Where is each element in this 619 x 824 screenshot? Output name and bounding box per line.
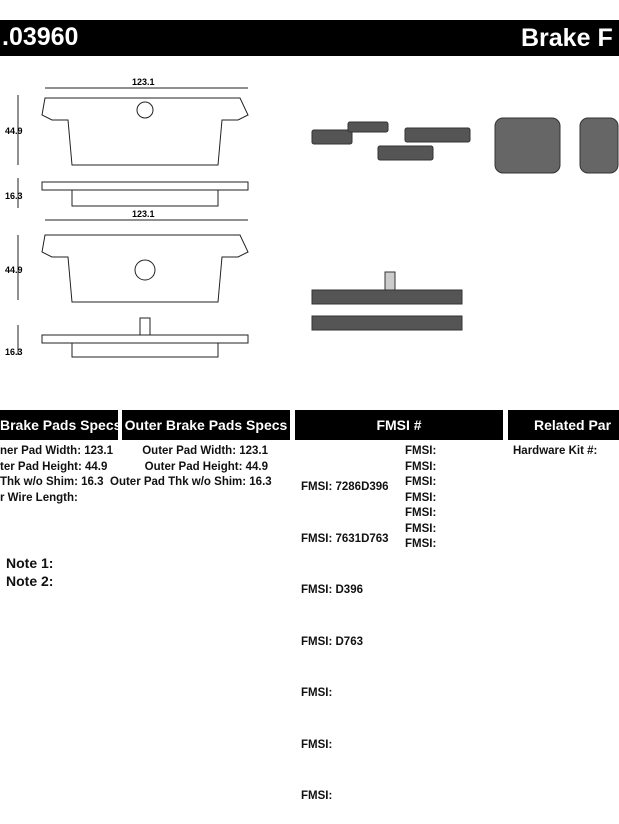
thickness-dimension: 16.3 — [5, 191, 23, 201]
fmsi-row: FMSI: D763 — [301, 635, 363, 648]
fmsi-row: FMSI: 7631D763 — [301, 532, 389, 545]
width-dimension-2: 123.1 — [132, 209, 155, 219]
note-2: Note 2: — [6, 573, 54, 589]
height-dimension-2: 44.9 — [5, 265, 23, 275]
note-1: Note 1: — [6, 555, 54, 571]
fmsi-row: FMSI: 7286D396 — [301, 481, 389, 493]
fmsi-col-2: FMSI: FMSI: FMSI: FMSI: FMSI: FMSI: FMSI… — [405, 445, 436, 554]
outer-specs: Outer Pad Width: 123.1 Outer Pad Height:… — [110, 445, 272, 492]
fmsi-row: FMSI: — [405, 476, 437, 488]
inner-specs-header: Brake Pads Specs — [0, 410, 121, 440]
fmsi-row: FMSI: — [301, 738, 333, 751]
page-title: Brake F — [521, 24, 613, 52]
fmsi-row: FMSI: — [405, 460, 437, 473]
inner-specs: ner Pad Width: 123.1 ter Pad Height: 44.… — [0, 445, 113, 507]
fmsi-row: FMSI: — [301, 790, 333, 802]
height-dimension: 44.9 — [5, 126, 23, 136]
inner-spec-row: Thk w/o Shim: 16.3 — [0, 476, 104, 488]
outer-specs-header: Outer Brake Pads Specs — [122, 410, 290, 440]
related-parts-header: Related Par — [508, 410, 619, 440]
inner-spec-row: r Wire Length: — [0, 491, 78, 504]
pad-technical-drawing: 123.1 44.9 16.3 123.1 44.9 16.3 — [5, 77, 249, 358]
hardware-kit-label: Hardware Kit #: — [513, 445, 598, 457]
outer-spec-row: Outer Pad Thk w/o Shim: 16.3 — [110, 476, 272, 488]
width-dimension: 123.1 — [132, 77, 155, 87]
fmsi-row: FMSI: — [405, 507, 437, 519]
part-number: .03960 — [2, 23, 79, 51]
fmsi-row: FMSI: — [405, 445, 437, 457]
inner-spec-row: ter Pad Height: 44.9 — [0, 460, 108, 473]
inner-spec-row: ner Pad Width: 123.1 — [0, 445, 114, 457]
fmsi-row: FMSI: — [405, 522, 437, 535]
thickness-dimension-2: 16.3 — [5, 347, 23, 357]
fmsi-row: FMSI: D396 — [301, 584, 363, 596]
fmsi-row: FMSI: — [405, 538, 437, 550]
outer-spec-row: Outer Pad Height: 44.9 — [144, 460, 268, 473]
fmsi-header: FMSI # — [295, 410, 503, 440]
title-bar: .03960 Brake F — [0, 20, 619, 56]
outer-spec-row: Outer Pad Width: 123.1 — [142, 445, 268, 457]
pad-photos — [311, 117, 619, 331]
fmsi-row: FMSI: — [405, 491, 437, 504]
fmsi-row: FMSI: — [301, 687, 333, 699]
fmsi-col-1: FMSI: 7286D396 FMSI: 7631D763 FMSI: D396… — [301, 445, 389, 824]
